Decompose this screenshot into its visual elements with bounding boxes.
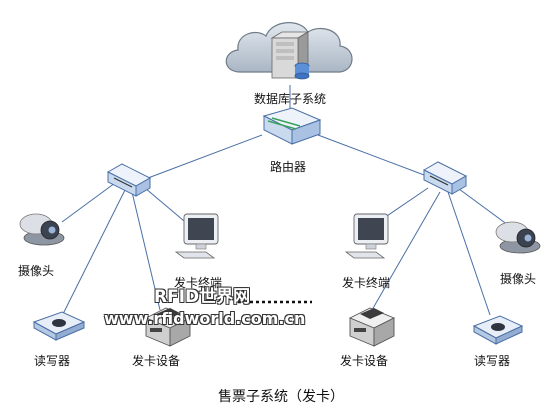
reader-left-icon bbox=[32, 311, 86, 341]
line-switch-issuer-left bbox=[131, 191, 161, 311]
reader-left-label: 读写器 bbox=[34, 354, 71, 368]
line-switch-terminal-left bbox=[144, 187, 191, 227]
issuer-right-label: 发卡设备 bbox=[340, 354, 389, 368]
switch-left-icon bbox=[106, 163, 152, 197]
connection-lines bbox=[61, 85, 513, 317]
line-switch-issuer-right bbox=[371, 191, 441, 311]
line-switch-camera-right bbox=[454, 185, 513, 229]
switch-right-icon bbox=[422, 161, 468, 195]
reader-right-label: 读写器 bbox=[474, 354, 511, 368]
camera-left-label: 摄像头 bbox=[18, 264, 55, 278]
issuer-right-icon bbox=[348, 307, 396, 347]
terminal-right-icon bbox=[344, 213, 389, 259]
line-router-switch-left bbox=[147, 134, 263, 179]
router-label: 路由器 bbox=[270, 160, 307, 174]
camera-left-icon bbox=[19, 213, 65, 246]
line-router-switch-right bbox=[317, 134, 433, 179]
terminal-left-label: 发卡终端 bbox=[174, 276, 223, 290]
camera-right-label: 摄像头 bbox=[500, 272, 537, 286]
issuer-left-label: 发卡设备 bbox=[132, 354, 181, 368]
database-label: 数据库子系统 bbox=[254, 92, 327, 106]
line-switch-reader-right bbox=[447, 191, 491, 316]
terminal-right-label: 发卡终端 bbox=[342, 276, 391, 290]
line-switch-camera-left bbox=[61, 182, 116, 223]
watermark-url: www.rfidworld.com.cn bbox=[104, 309, 306, 328]
terminal-left-icon bbox=[174, 213, 219, 259]
watermark-title: RFID世界网 bbox=[154, 287, 251, 307]
diagram-caption: 售票子系统（发卡） bbox=[218, 389, 344, 405]
camera-right-icon bbox=[495, 221, 541, 254]
router-icon bbox=[262, 107, 322, 145]
line-switch-reader-left bbox=[61, 189, 126, 317]
server-icon bbox=[270, 31, 310, 80]
reader-right-icon bbox=[472, 315, 524, 345]
issuer-left-icon bbox=[144, 307, 192, 347]
